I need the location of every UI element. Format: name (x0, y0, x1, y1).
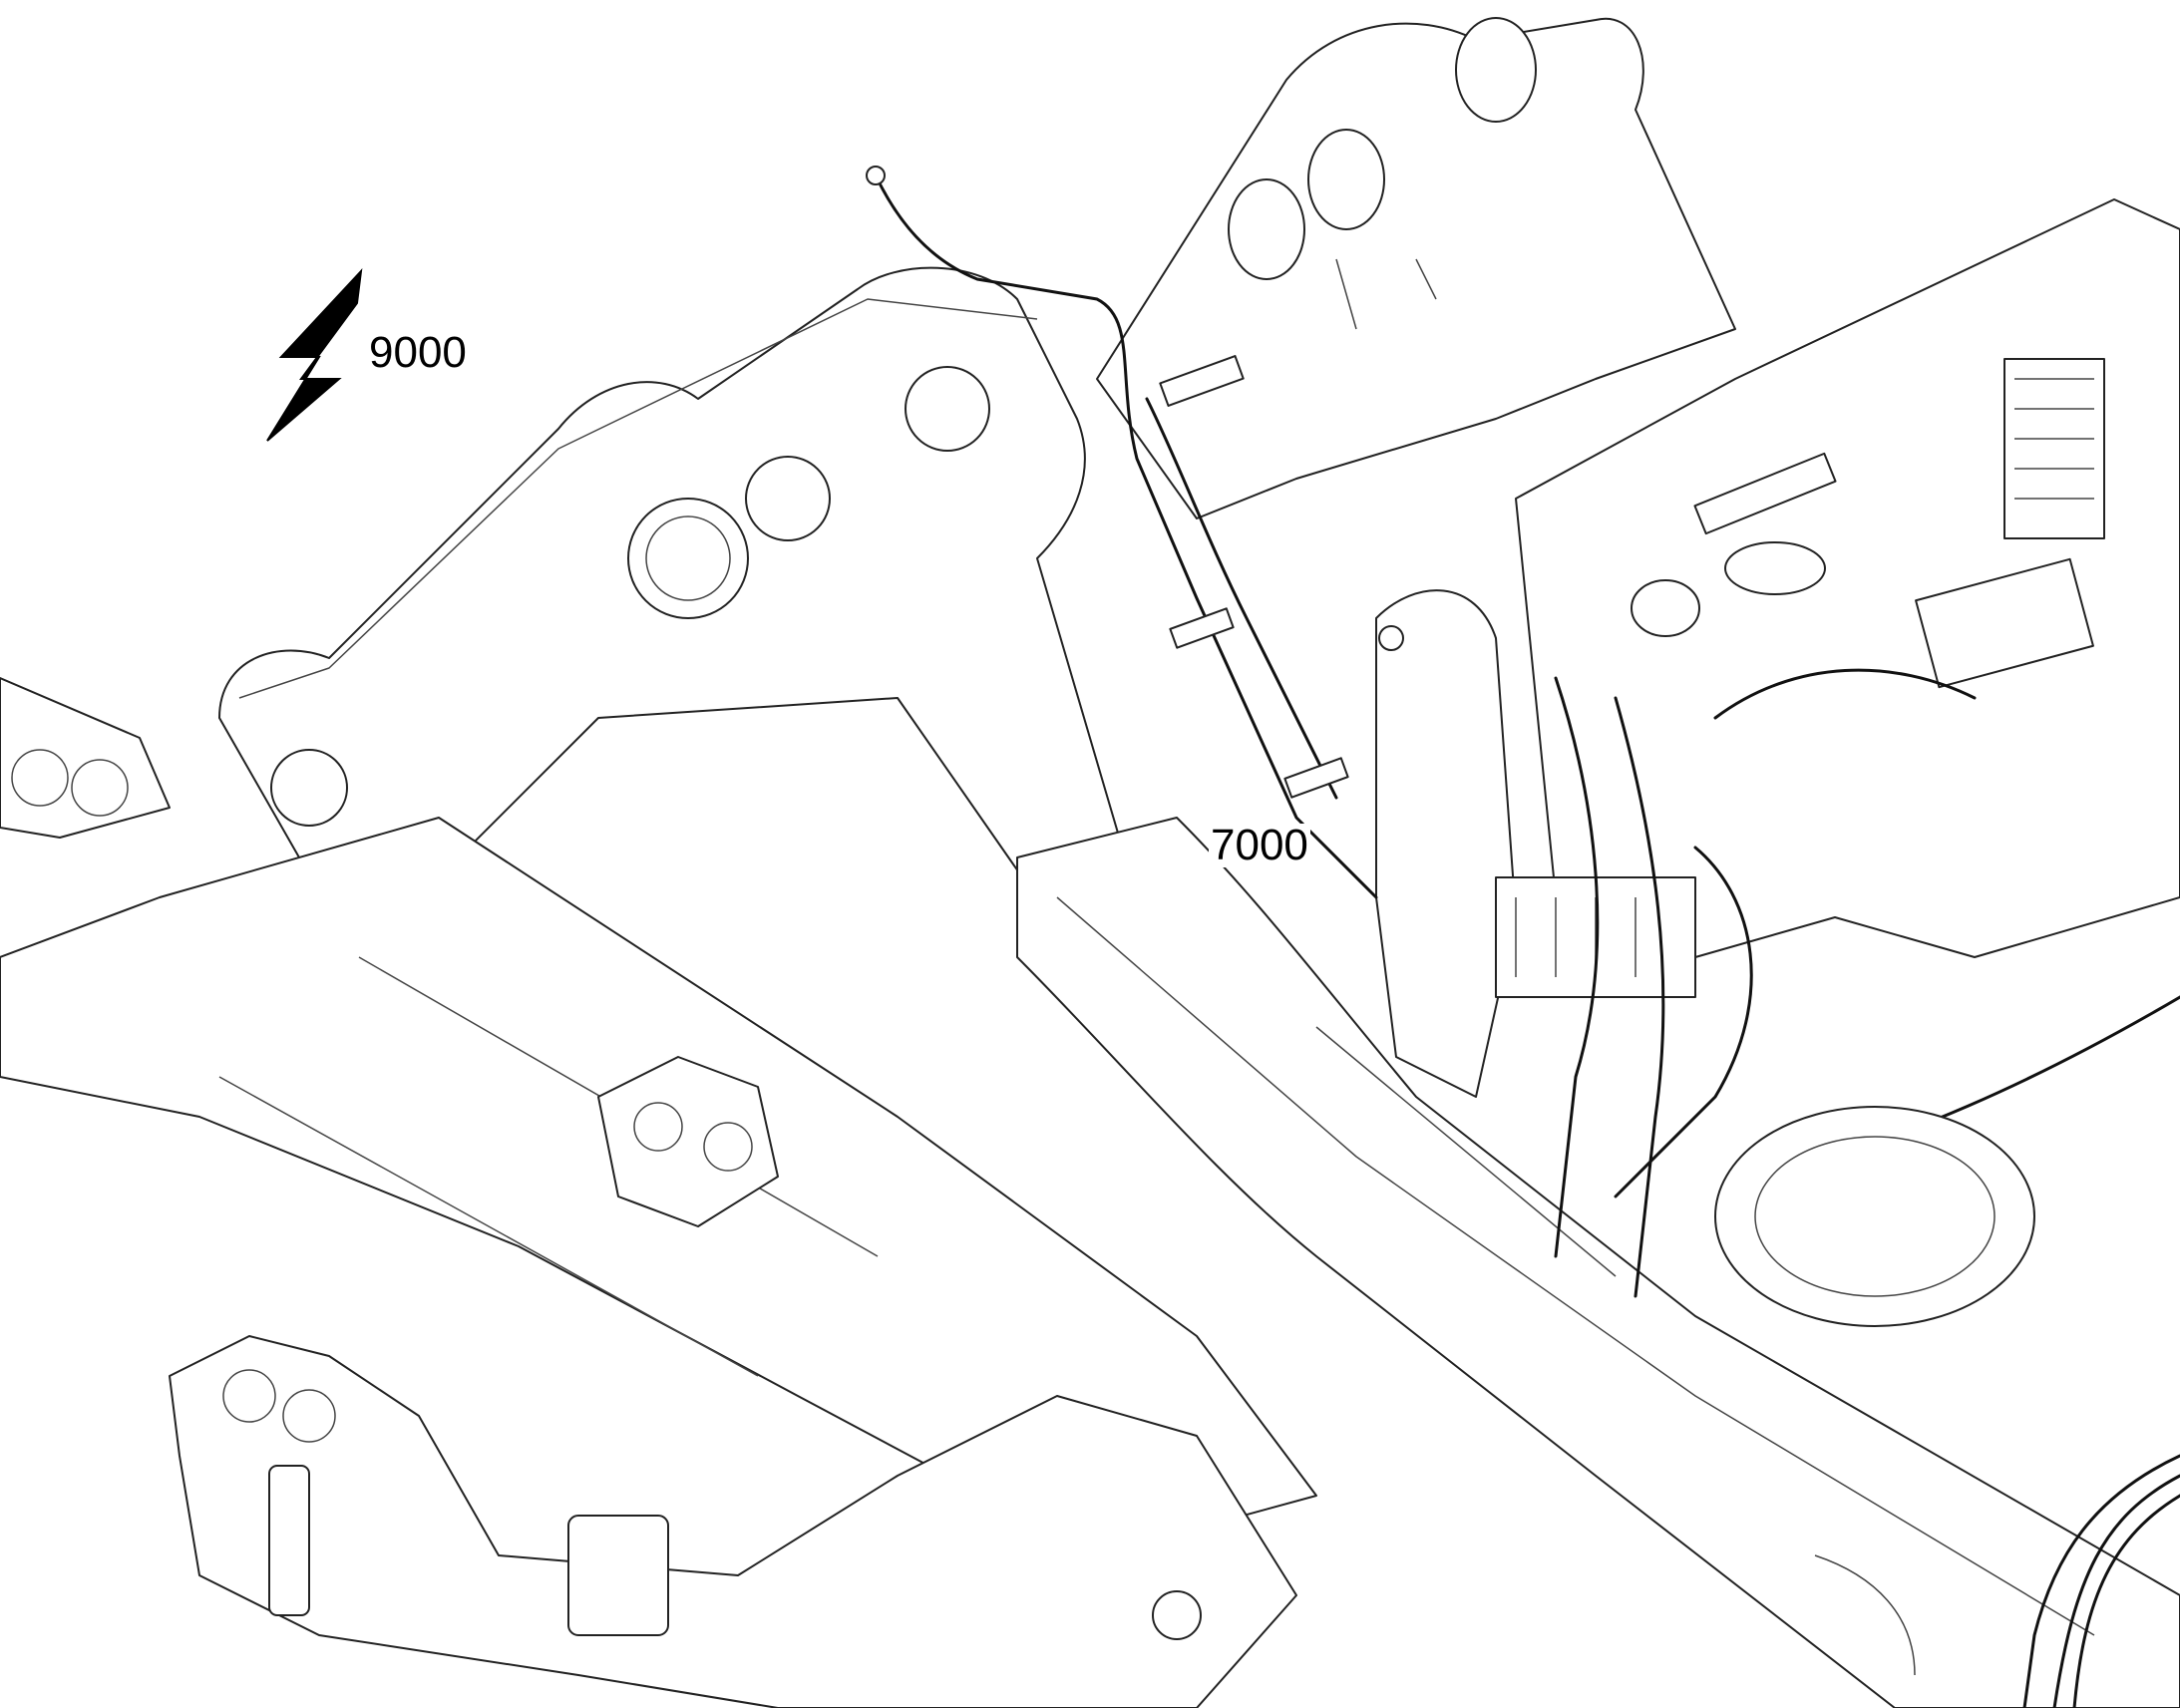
hydraulic-callout-label: 7000 (1209, 821, 1310, 869)
rear-lift-tower (1096, 17, 1736, 519)
front-crossmember (169, 1335, 1297, 1708)
electrical-callout-label: 9000 (369, 328, 467, 377)
left-lower-chassis (0, 677, 1317, 1556)
hose-bundle-lower-right (1814, 1454, 2180, 1708)
left-lift-tower (218, 266, 1138, 948)
slew-bearing-ring (1714, 1106, 2035, 1327)
valve-manifold-upper (1915, 358, 2105, 689)
main-chassis-beam (1016, 817, 2180, 1708)
hydraulic-hose-assembly (866, 166, 2180, 1298)
lightning-bolt-icon (266, 268, 363, 442)
